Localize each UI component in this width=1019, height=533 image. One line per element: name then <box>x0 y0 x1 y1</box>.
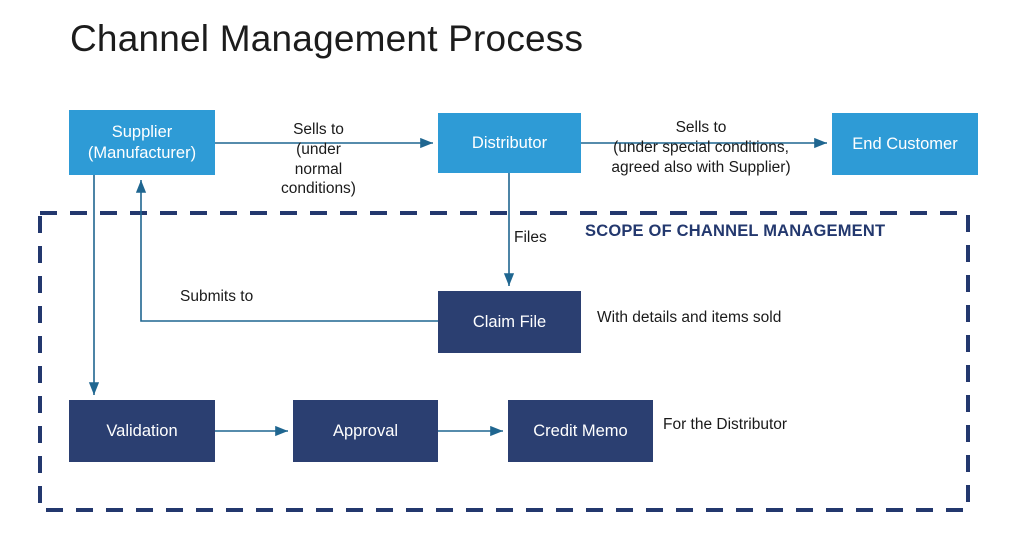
node-approval[interactable]: Approval <box>293 400 438 462</box>
node-end-customer[interactable]: End Customer <box>832 113 978 175</box>
edge-label-line2: (under special conditions, <box>613 138 789 156</box>
edge-label-submits-to: Submits to <box>180 288 254 305</box>
edge-label-line2: (under <box>296 140 341 158</box>
node-supplier-line2: (Manufacturer) <box>87 143 197 162</box>
scope-label: SCOPE OF CHANNEL MANAGEMENT <box>585 222 886 240</box>
scope-boundary <box>38 211 970 512</box>
node-supplier[interactable]: Supplier (Manufacturer) <box>69 110 215 175</box>
node-supplier-line1: Supplier <box>111 122 173 141</box>
edge-label-line1: Sells to <box>675 119 727 136</box>
node-claim-file[interactable]: Claim File <box>438 291 581 353</box>
edge-label-line3: normal <box>294 160 343 178</box>
edge-label-line1: Sells to <box>293 121 344 138</box>
annotation-credit-memo: For the Distributor <box>663 416 788 433</box>
edge-label-supplier-to-distributor: Sells to (under normal conditions) <box>236 120 401 199</box>
node-credit-memo[interactable]: Credit Memo <box>508 400 653 462</box>
edge-label-line3: agreed also with Supplier) <box>611 158 791 176</box>
connector-claimfile-supplier <box>135 180 438 322</box>
page-title: Channel Management Process <box>70 18 584 59</box>
node-validation[interactable]: Validation <box>69 400 215 462</box>
edge-label-files: Files <box>514 229 547 246</box>
edge-label-line4: conditions) <box>281 180 356 198</box>
annotation-claim-file: With details and items sold <box>597 309 782 326</box>
edge-label-distributor-to-end-customer: Sells to (under special conditions, agre… <box>588 118 814 177</box>
node-distributor[interactable]: Distributor <box>438 113 581 173</box>
